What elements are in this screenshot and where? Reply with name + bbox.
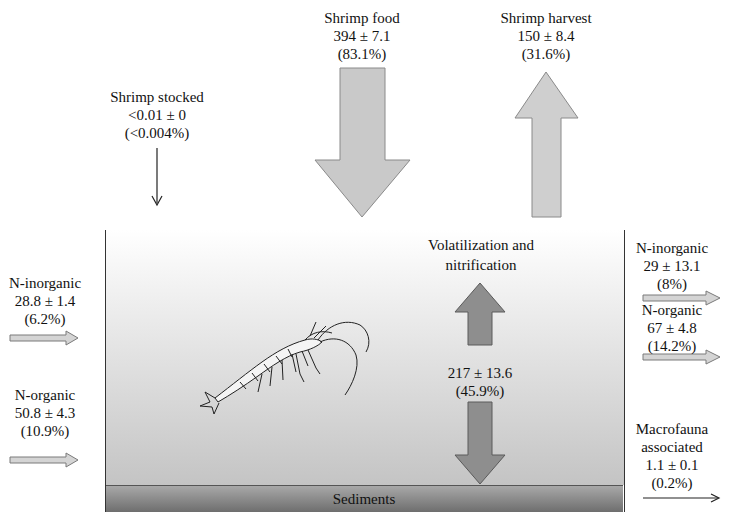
- flux-label: 150 ± 8.4: [518, 27, 575, 45]
- flux-label: N-organic: [15, 386, 76, 404]
- shrimp-drawing: [200, 322, 369, 414]
- sediment-arrow: [455, 402, 505, 484]
- flux-label: N-inorganic: [636, 239, 708, 257]
- flux-label: (0.2%): [651, 474, 692, 492]
- flux-label: 1.1 ± 0.1: [645, 456, 698, 474]
- flux-label: 67 ± 4.8: [647, 319, 696, 337]
- flux-label: Shrimp harvest: [500, 9, 591, 27]
- flux-label: (10.9%): [21, 422, 70, 440]
- flux-label: Shrimp food: [324, 9, 399, 27]
- flux-label: N-inorganic: [9, 274, 81, 292]
- harvest-arrow: [515, 72, 578, 217]
- flux-label: N-organic: [642, 301, 703, 319]
- inflow-arrow: [10, 331, 78, 345]
- macrofauna-arrow: [643, 494, 719, 502]
- sediment-band: Sediments: [106, 485, 623, 512]
- food-arrow: [315, 68, 410, 217]
- flux-label: <0.01 ± 0: [128, 106, 186, 124]
- flux-label: 217 ± 13.6: [448, 364, 512, 382]
- pond-box: Volatilization and nitrificationSediment…: [105, 230, 625, 512]
- flux-label: 50.8 ± 4.3: [15, 404, 76, 422]
- inflow-arrow: [10, 453, 78, 467]
- node-text: Volatilization and nitrification: [406, 235, 556, 275]
- flux-label: 394 ± 7.1: [334, 27, 391, 45]
- flux-label: (<0.004%): [125, 124, 190, 142]
- flux-label: Macrofauna associated: [622, 420, 722, 456]
- pond-water: [105, 230, 625, 485]
- flux-label: (45.9%): [456, 382, 505, 400]
- flux-label: (14.2%): [648, 337, 697, 355]
- flux-label: 29 ± 13.1: [644, 257, 701, 275]
- flux-label: Shrimp stocked: [110, 88, 204, 106]
- node-text: Sediments: [264, 489, 464, 509]
- flux-label: (83.1%): [338, 45, 387, 63]
- stock-arrow: [152, 148, 162, 205]
- flux-label: (8%): [657, 275, 687, 293]
- flux-label: (31.6%): [522, 45, 571, 63]
- flux-label: (6.2%): [24, 310, 65, 328]
- flux-label: 28.8 ± 1.4: [15, 292, 76, 310]
- volatilization-arrow: [455, 283, 505, 345]
